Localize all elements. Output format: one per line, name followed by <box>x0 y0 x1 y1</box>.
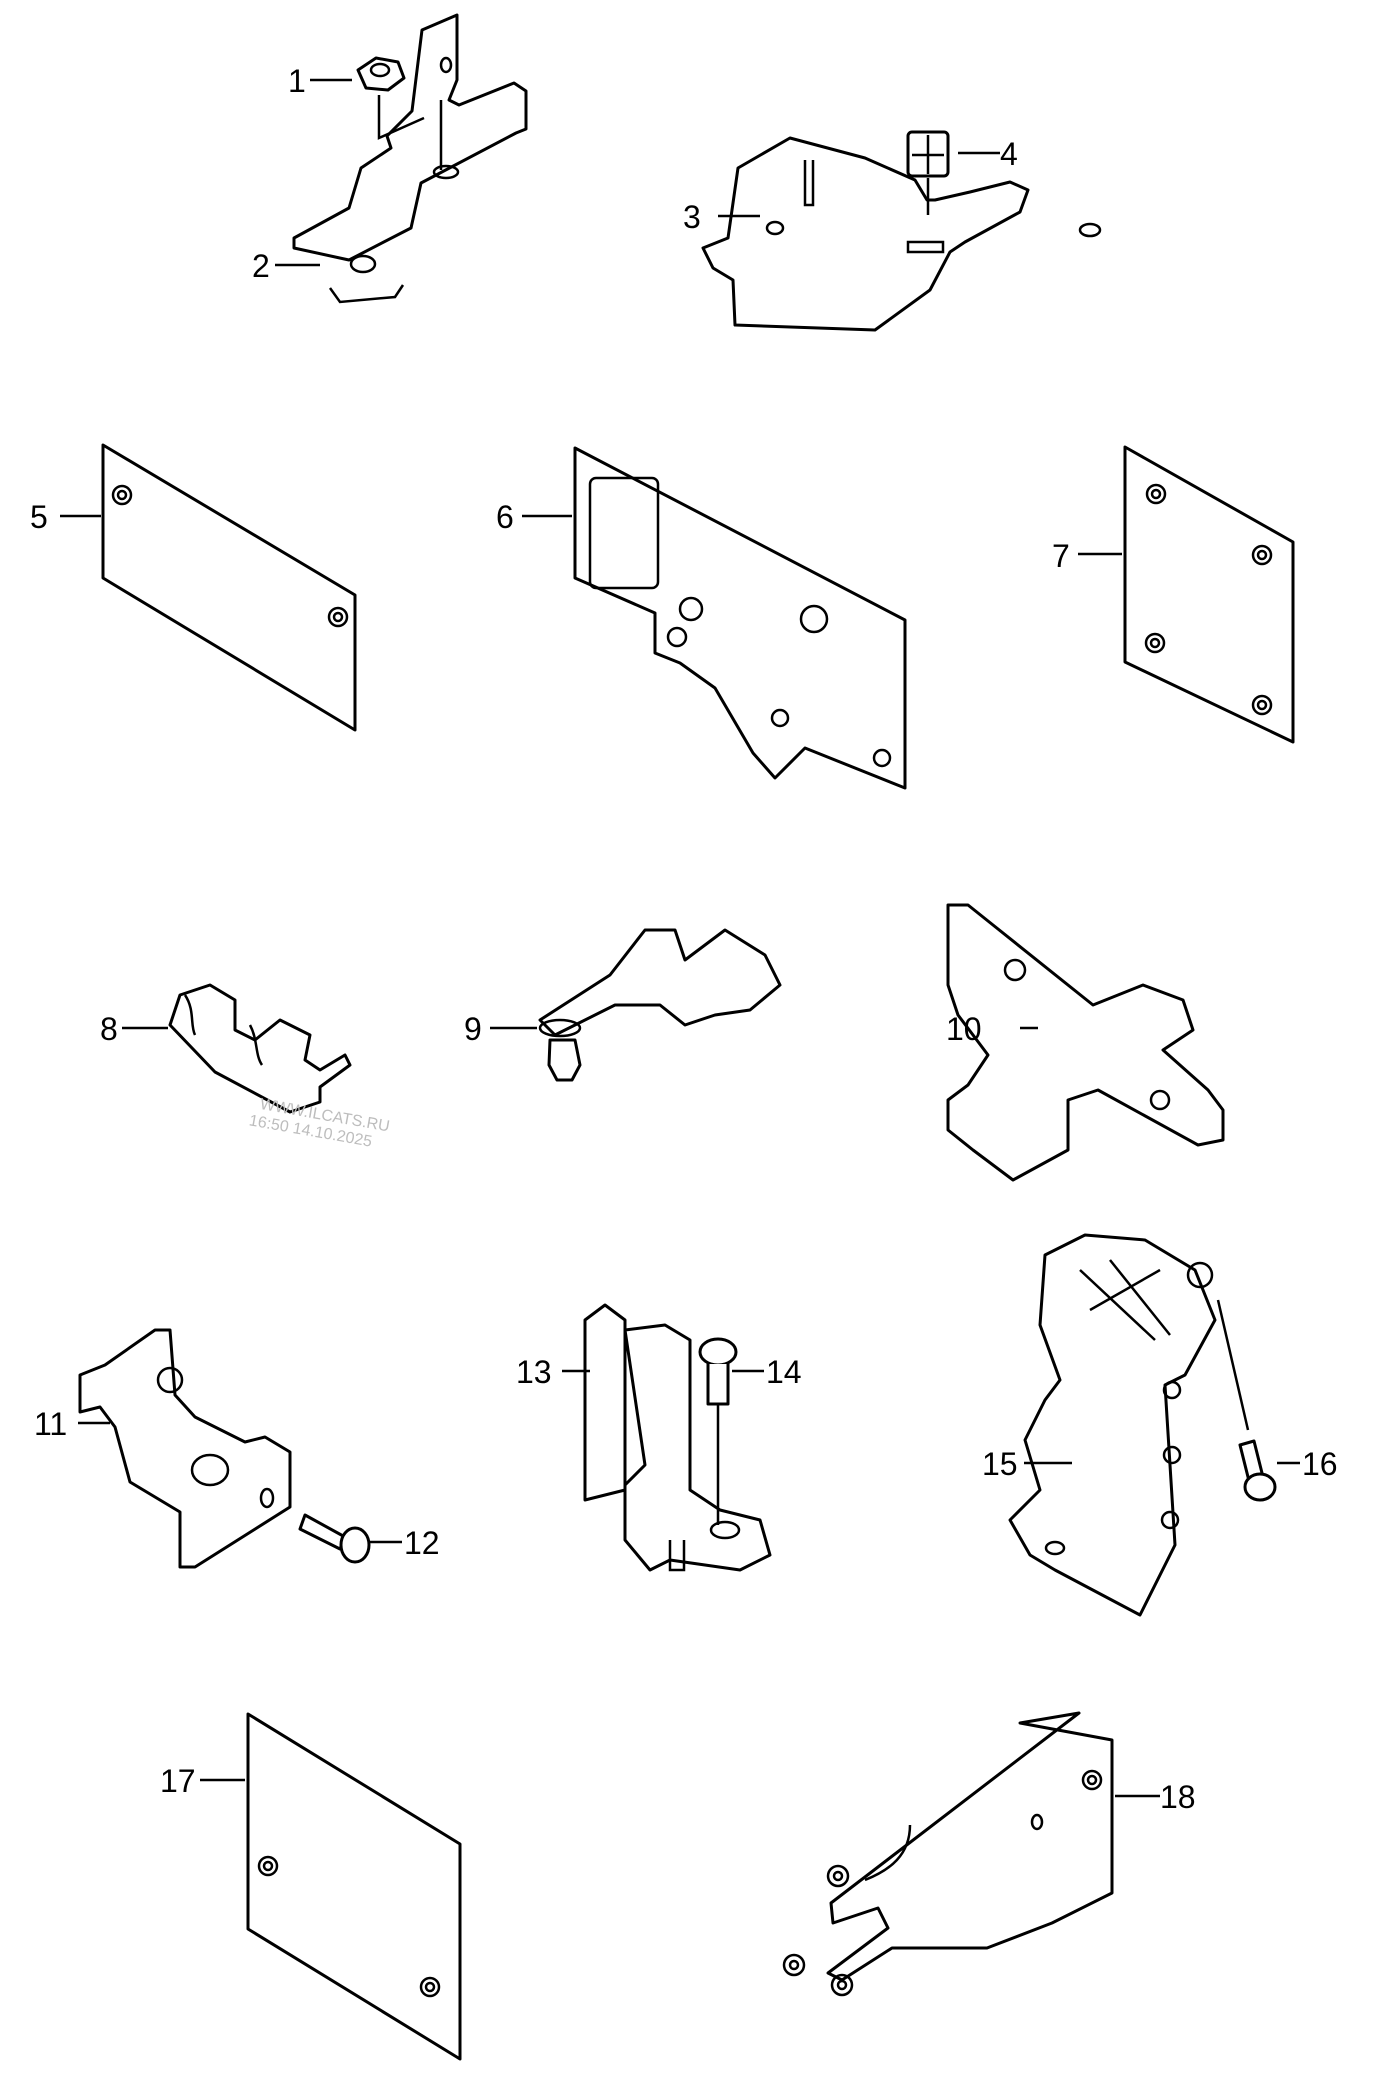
part-3-mounting-bracket[interactable] <box>701 136 1102 332</box>
part-5-insulation-pad[interactable] <box>101 443 357 732</box>
callout-14[interactable]: 14 <box>766 1354 802 1390</box>
part-1-nut[interactable] <box>356 56 406 92</box>
part-18-heat-shield[interactable] <box>782 1711 1114 1997</box>
part-16-bolt[interactable] <box>1238 1439 1277 1502</box>
callout-3[interactable]: 3 <box>683 199 701 235</box>
part-11-bracket[interactable] <box>78 1328 292 1569</box>
part-12-bolt[interactable] <box>298 1513 371 1564</box>
callout-12[interactable]: 12 <box>404 1525 440 1561</box>
callout-1[interactable]: 1 <box>288 63 306 99</box>
callout-5[interactable]: 5 <box>30 499 48 535</box>
part-10-holder[interactable] <box>946 903 1225 1182</box>
leader-lines <box>60 78 1300 1798</box>
callout-15[interactable]: 15 <box>982 1446 1018 1482</box>
callout-10[interactable]: 10 <box>946 1011 982 1047</box>
callout-16[interactable]: 16 <box>1302 1446 1338 1482</box>
callout-8[interactable]: 8 <box>100 1011 118 1047</box>
callout-4[interactable]: 4 <box>1000 136 1018 172</box>
callout-17[interactable]: 17 <box>160 1763 196 1799</box>
part-14-bolt[interactable] <box>698 1337 738 1525</box>
callout-9[interactable]: 9 <box>464 1011 482 1047</box>
part-8-double-pipe-clip[interactable] <box>168 983 352 1114</box>
part-17-insulation-pad[interactable] <box>246 1712 462 2061</box>
part-7-insulation-pad-square[interactable] <box>1123 445 1295 744</box>
part-6-insulation-pad-with-cutout[interactable] <box>573 446 907 790</box>
callout-7[interactable]: 7 <box>1052 538 1070 574</box>
callout-6[interactable]: 6 <box>496 499 514 535</box>
part-13-holder[interactable] <box>583 1303 772 1572</box>
part-15-holder[interactable] <box>1008 1233 1217 1617</box>
callout-labels: 1 2 3 4 5 6 7 8 9 10 11 12 13 14 15 16 1… <box>30 63 1338 1815</box>
callout-11[interactable]: 11 <box>34 1406 67 1442</box>
callout-13[interactable]: 13 <box>516 1354 552 1390</box>
part-9-pipe-clip[interactable] <box>538 928 782 1082</box>
part-4-clip[interactable] <box>906 130 950 178</box>
callout-18[interactable]: 18 <box>1160 1779 1196 1815</box>
callout-2[interactable]: 2 <box>252 248 270 284</box>
part-2-bracket[interactable] <box>292 13 528 304</box>
